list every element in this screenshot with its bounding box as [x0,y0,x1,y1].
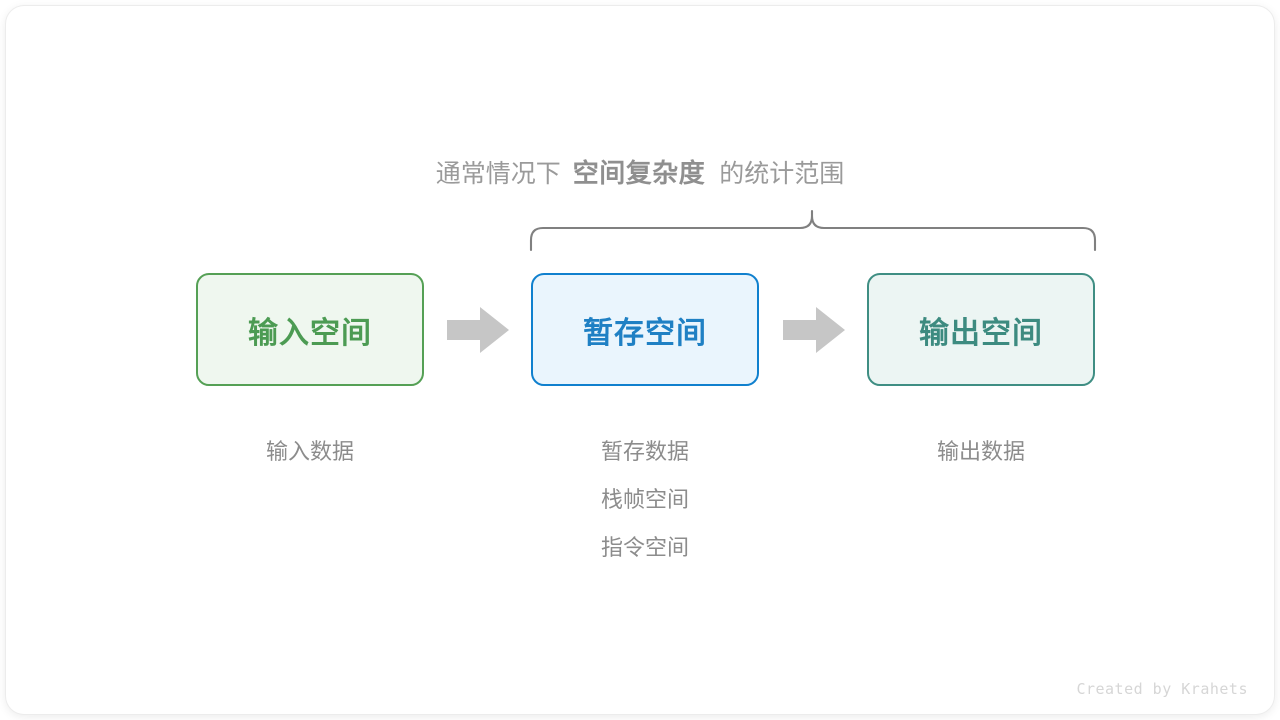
right-arrow-icon [783,307,845,353]
caption-emphasis: 空间复杂度 [572,158,706,188]
arrow-input-to-temp [447,307,509,353]
sublabels-output-space: 输出数据 [867,428,1095,476]
sublabels-temp-space: 暂存数据 栈帧空间 指令空间 [531,428,759,572]
box-input-space[interactable]: 输入空间 [196,273,424,386]
caption-prefix: 通常情况下 [435,160,561,188]
sublabel-item: 栈帧空间 [600,487,689,512]
box-temp-space[interactable]: 暂存空间 [531,273,759,386]
brace-caption: 通常情况下空间复杂度的统计范围 [6,154,1274,193]
sublabel-item: 输出数据 [936,439,1025,464]
box-output-space-label: 输出空间 [919,316,1043,350]
sublabels-input-space: 输入数据 [196,428,424,476]
box-output-space[interactable]: 输出空间 [867,273,1095,386]
arrow-temp-to-output [783,307,845,353]
right-arrow-icon [447,307,509,353]
curly-brace-icon [529,209,1097,252]
sublabel-item: 输入数据 [265,439,354,464]
watermark-credit: Created by Krahets [1076,680,1248,698]
sublabel-item: 暂存数据 [600,439,689,464]
sublabel-item: 指令空间 [600,535,689,560]
box-input-space-label: 输入空间 [248,316,372,350]
box-temp-space-label: 暂存空间 [583,316,707,350]
caption-suffix: 的统计范围 [719,160,845,188]
diagram-canvas: 通常情况下空间复杂度的统计范围 输入空间 暂存空间 输出空间 输入数据 暂存数据… [6,6,1274,714]
curly-brace [518,202,1108,260]
